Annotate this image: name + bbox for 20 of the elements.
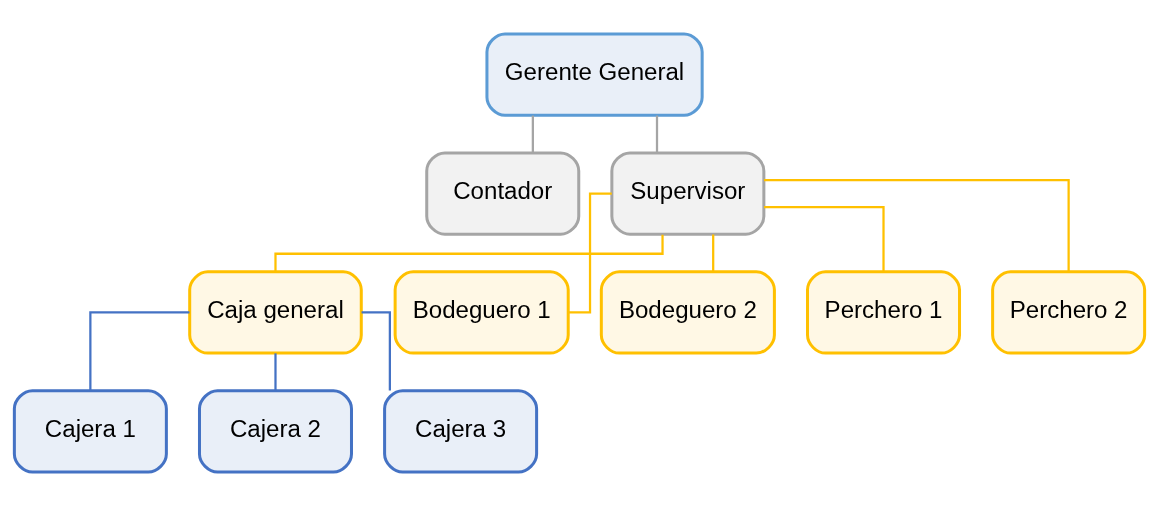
node-box: Supervisor — [610, 150, 766, 236]
connector — [274, 352, 277, 390]
node-box: Cajera 1 — [12, 388, 168, 473]
node-box: Bodeguero 1 — [393, 269, 570, 355]
connector — [712, 233, 715, 271]
connector — [568, 191, 612, 314]
node-box: Gerente General — [485, 32, 704, 117]
node-box: Perchero 1 — [806, 269, 962, 355]
node-box: Cajera 2 — [197, 388, 353, 473]
node-box: Perchero 2 — [991, 269, 1147, 355]
connector — [531, 115, 534, 153]
node-box: Bodeguero 2 — [599, 269, 776, 355]
connector — [361, 310, 391, 390]
node-box: Caja general — [188, 269, 363, 355]
connector — [655, 115, 659, 153]
connector — [89, 310, 190, 390]
connector — [764, 178, 1070, 271]
connector — [764, 205, 885, 271]
node-box: Cajera 3 — [383, 388, 539, 473]
node-box: Contador — [425, 150, 581, 236]
